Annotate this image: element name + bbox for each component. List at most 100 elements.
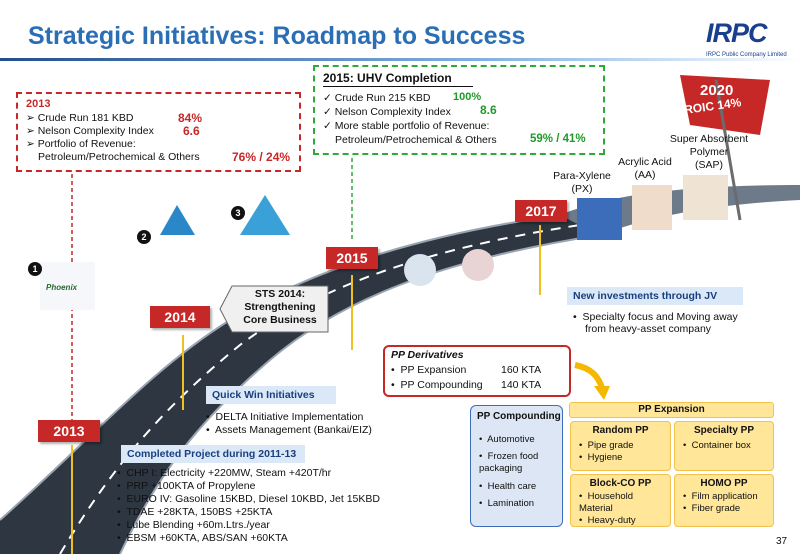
completed-bullet-1: • CHP I: Electricity +220MW, Steam +420T… (117, 467, 332, 479)
pp-card-specialty: Specialty PP • Container box (674, 421, 774, 471)
box-2013-item-4: Petroleum/Petrochemical & Others (38, 151, 200, 163)
box-2015-item-2: ✓ Nelson Complexity Index (323, 106, 451, 118)
pp-derivatives-box: PP Derivatives • PP Expansion 160 KTA • … (383, 345, 571, 397)
box-2015-item-3: ✓ More stable portfolio of Revenue: (323, 120, 490, 132)
title-underline (0, 58, 800, 61)
box-2015-title: 2015: UHV Completion (323, 71, 452, 85)
pp-card-blockco: Block-CO PP • Household Material • Heavy… (570, 474, 671, 527)
year-flag-2014: 2014 (150, 306, 210, 328)
phoenix-logo-image (40, 262, 95, 310)
product-circle-2 (462, 249, 494, 281)
jv-bullet-2: from heavy-asset company (585, 323, 712, 335)
triangle-logo-3 (240, 195, 290, 235)
sts-line-1: STS 2014: (254, 288, 306, 300)
pp-expansion-title: PP Expansion (569, 402, 774, 418)
phoenix-logo-text: Phoenix (46, 283, 78, 292)
irpc-logo: IRPC IRPC Public Company Limited (706, 18, 787, 62)
box-2015-value-4: 59% / 41% (530, 133, 586, 145)
triangle-logo-2 (160, 205, 195, 235)
jv-bullet-1: • Specialty focus and Moving away (573, 311, 738, 323)
pp-card-blockco-item-2: • Heavy-duty (579, 515, 636, 526)
year-flag-2015: 2015 (326, 247, 378, 269)
quick-win-title: Quick Win Initiatives (206, 386, 336, 404)
product-aa-abbr: (AA) (634, 169, 656, 181)
product-circle-1 (404, 254, 436, 286)
completed-title: Completed Project during 2011-13 (121, 445, 305, 463)
pp-compounding-item-1: • Automotive (479, 434, 535, 445)
box-2013-value-4: 76% / 24% (232, 150, 291, 164)
arrow-head (594, 386, 610, 400)
pp-card-blockco-title: Block-CO PP (589, 478, 652, 489)
page-number: 37 (776, 536, 788, 547)
quick-win-bullet-1: • DELTA Initiative Implementation (206, 411, 364, 423)
product-aa-name: Acrylic Acid (618, 156, 672, 168)
year-flag-2013: 2013 (38, 420, 100, 442)
pp-compounding-title: PP Compounding (477, 411, 561, 422)
completed-bullet-2: • PRP +100KTA of Propylene (117, 480, 256, 492)
badge-2: 2 (137, 230, 151, 244)
pp-card-homo-item-1: • Film application (683, 491, 758, 502)
pp-compounding-item-3: • Health care (479, 481, 537, 492)
box-2015-value-1: 100% (453, 91, 482, 103)
aa-baby-image (632, 185, 672, 230)
product-sap-abbr: (SAP) (694, 159, 723, 171)
pp-derivatives-title: PP Derivatives (391, 349, 464, 361)
badge-3: 3 (231, 206, 245, 220)
completed-bullet-5: • Lube Blending +60m.Ltrs./year (117, 519, 270, 531)
pp-card-specialty-title: Specialty PP (693, 425, 755, 436)
arrow-to-expansion (574, 362, 605, 389)
flag-2020-year: 2020 (700, 82, 734, 99)
box-2013-item-2: ➢ Nelson Complexity Index (26, 125, 154, 137)
pp-derivatives-value-1: 160 KTA (501, 364, 542, 376)
product-px-name: Para-Xylene (553, 170, 611, 182)
box-2013-item-1: ➢ Crude Run 181 KBD (26, 112, 134, 124)
box-2013-value-1: 84% (178, 111, 203, 125)
box-2015: 2015: UHV Completion ✓ Crude Run 215 KBD… (313, 65, 605, 155)
sts-callout-shape (219, 285, 329, 333)
pp-card-random-title: Random PP (592, 425, 649, 436)
box-2013-value-2: 6.6 (183, 124, 200, 138)
sts-line-2: Strengthening (244, 301, 316, 313)
pp-derivatives-row-1: • PP Expansion (391, 364, 467, 376)
pp-derivatives-value-2: 140 KTA (501, 379, 542, 391)
product-sap: Super Absorbent Polymer (SAP) (664, 133, 754, 172)
sts-line-3: Core Business (243, 314, 317, 326)
jv-title: New investments through JV (567, 287, 743, 305)
pp-compounding-item-4: • Lamination (479, 498, 535, 509)
page-title: Strategic Initiatives: Roadmap to Succes… (28, 22, 526, 50)
pp-card-homo-item-2: • Fiber grade (683, 503, 741, 514)
box-2015-item-1: ✓ Crude Run 215 KBD (323, 92, 431, 104)
box-2013: 2013 ➢ Crude Run 181 KBD 84% ➢ Nelson Co… (16, 92, 301, 172)
px-apparel-image (577, 198, 622, 240)
year-flag-2017: 2017 (515, 200, 567, 222)
box-2015-title-underline (323, 86, 473, 87)
box-2015-value-2: 8.6 (480, 103, 497, 117)
quick-win-bullet-2: • Assets Management (Bankai/EIZ) (206, 424, 372, 436)
box-2013-item-3: ➢ Portfolio of Revenue: (26, 138, 136, 150)
product-sap-name: Super Absorbent Polymer (669, 133, 749, 158)
pp-card-random-item-1: • Pipe grade (579, 440, 634, 451)
pp-card-random-item-2: • Hygiene (579, 452, 623, 463)
completed-bullet-3: • EURO IV: Gasoline 15KBD, Diesel 10KBD,… (117, 493, 380, 505)
sts-callout: STS 2014: Strengthening Core Business (232, 288, 328, 327)
road-centerline (59, 224, 581, 554)
logo-text: IRPC (706, 18, 768, 48)
pp-card-blockco-item-1: • Household Material (579, 491, 634, 514)
product-px: Para-Xylene (PX) (552, 170, 612, 196)
flag-pole (714, 79, 742, 221)
sap-elderly-image (683, 175, 728, 220)
product-aa: Acrylic Acid (AA) (612, 156, 678, 182)
completed-bullet-6: • EBSM +60KTA, ABS/SAN +60KTA (117, 532, 288, 544)
box-2013-year: 2013 (26, 98, 51, 110)
badge-1: 1 (28, 262, 42, 276)
flag-2020-shape (680, 75, 770, 135)
pp-card-specialty-item-1: • Container box (683, 440, 751, 451)
logo-subtitle: IRPC Public Company Limited (706, 52, 787, 58)
product-px-abbr: (PX) (571, 183, 593, 195)
pp-compounding-card: PP Compounding • Automotive • Frozen foo… (470, 405, 563, 527)
pp-card-homo: HOMO PP • Film application • Fiber grade (674, 474, 774, 527)
completed-bullet-4: • TDAE +28KTA, 150BS +25KTA (117, 506, 273, 518)
pp-card-random: Random PP • Pipe grade • Hygiene (570, 421, 671, 471)
pp-card-homo-title: HOMO PP (700, 478, 748, 489)
pp-compounding-item-2: • Frozen food packaging (479, 451, 539, 474)
